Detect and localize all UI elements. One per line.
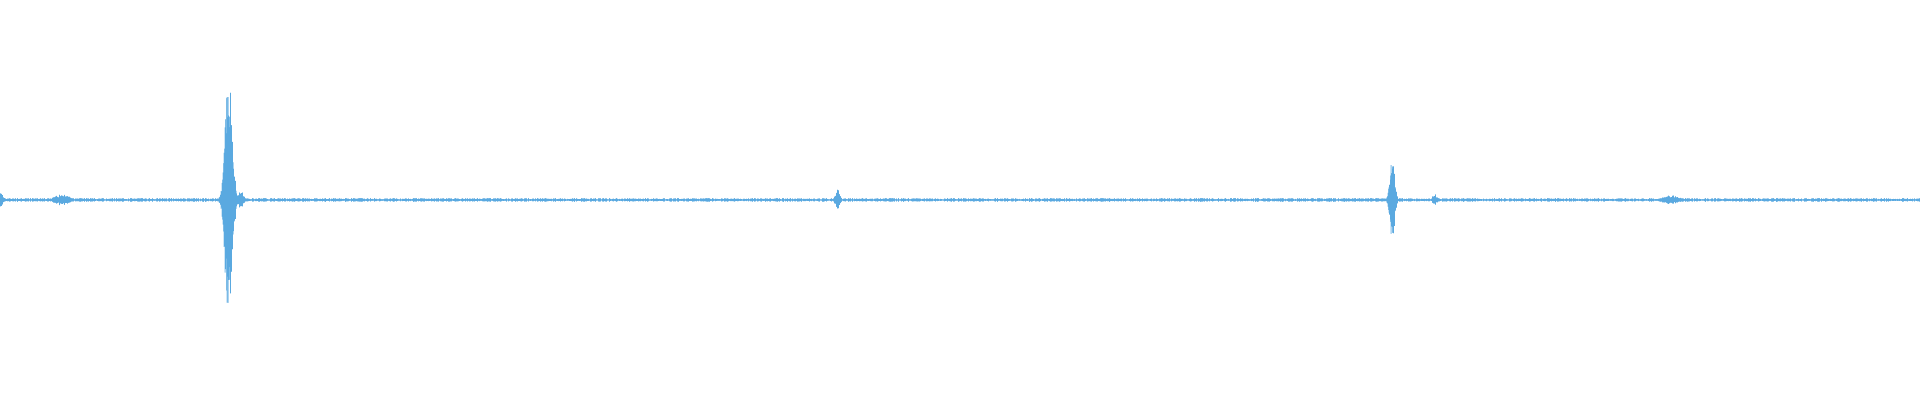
- waveform-samples: [0, 92, 1920, 294]
- waveform-burst-2: [217, 96, 240, 303]
- waveform-burst-5: [1384, 165, 1399, 234]
- waveform-trace: [0, 92, 1920, 303]
